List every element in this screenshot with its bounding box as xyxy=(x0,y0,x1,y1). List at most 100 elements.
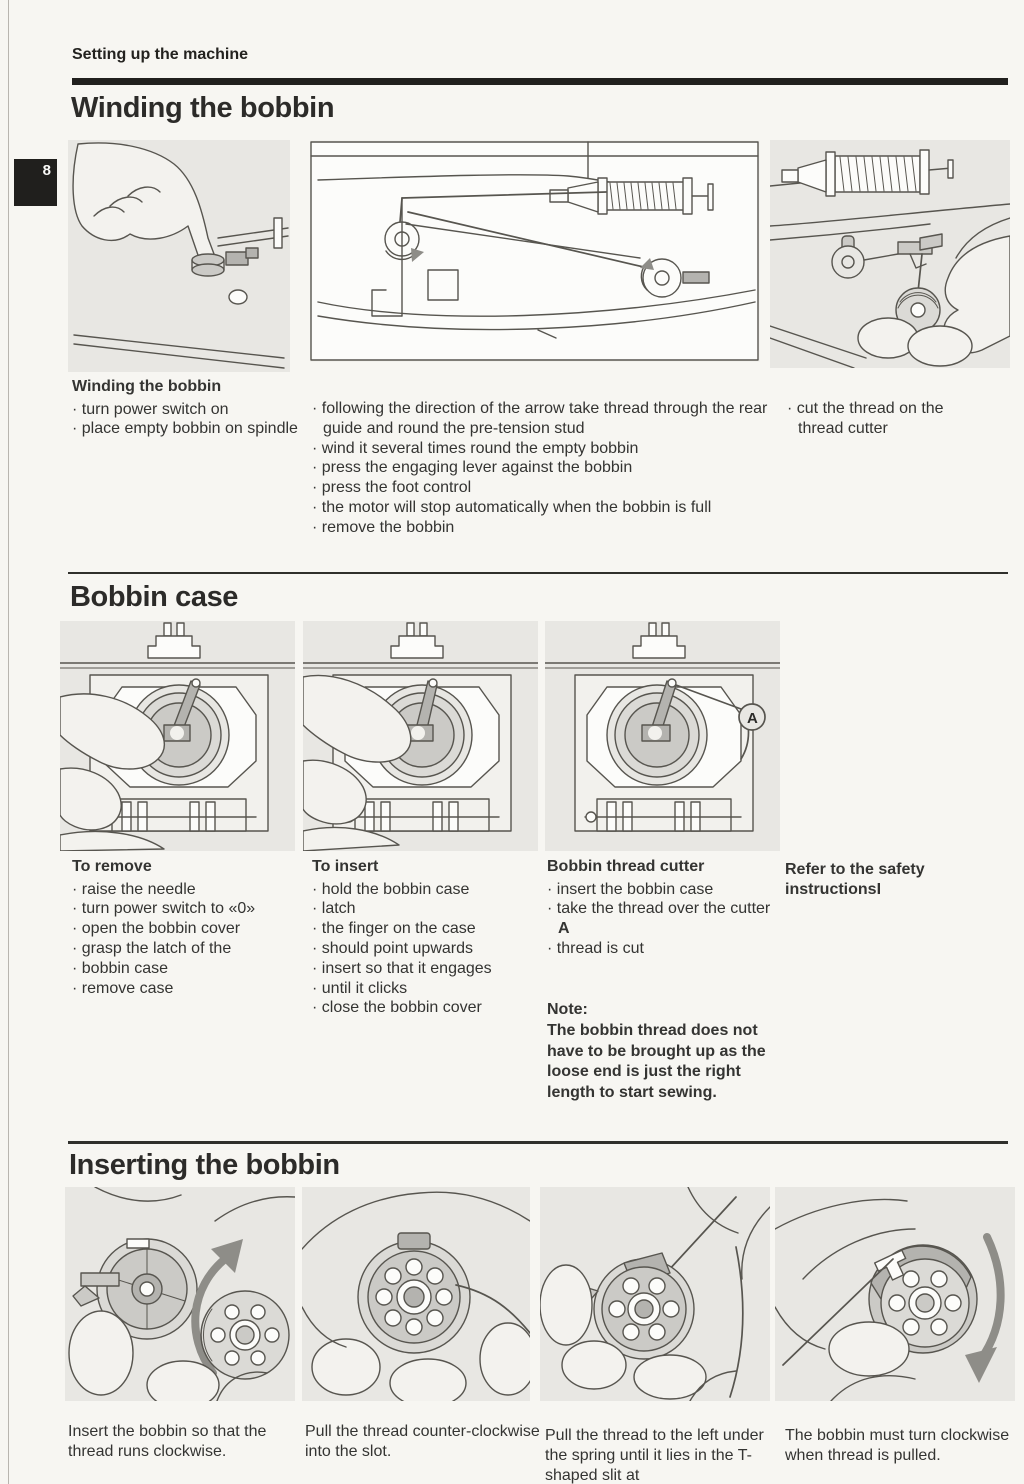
bobbin xyxy=(200,1290,290,1380)
illustration-bobbin-turn-clockwise xyxy=(775,1187,1015,1401)
winding-col-3: cut the thread on the thread cutter xyxy=(787,399,967,439)
thread xyxy=(455,1284,530,1334)
thread xyxy=(667,1196,737,1272)
caption-1: Insert the bobbin so that the thread run… xyxy=(68,1423,267,1461)
winding-col-1: Winding the bobbin turn power switch on … xyxy=(72,377,312,439)
thread-spool xyxy=(781,149,954,197)
list-item: press the foot control xyxy=(312,478,790,498)
illustration-pull-thread-into-slot xyxy=(302,1187,530,1401)
list-item: remove the bobbin xyxy=(312,518,790,538)
illustration-cut-thread-on-cutter xyxy=(770,140,1010,368)
remove-column: To remove raise the needle turn power sw… xyxy=(72,857,297,998)
list-item: cut the thread on the thread cutter xyxy=(787,399,967,439)
list-item: turn power switch on xyxy=(72,400,312,420)
presser-foot-icon xyxy=(390,622,444,659)
illustration-insert-bobbin-direction xyxy=(65,1187,295,1401)
finger xyxy=(540,1264,593,1346)
list-item: open the bobbin cover xyxy=(72,919,297,939)
cutter-label-a: A xyxy=(738,703,766,731)
illustration-bobbin-thread-cutter: A xyxy=(545,621,780,851)
note-body: The bobbin thread does not have to be br… xyxy=(547,1021,766,1102)
cutter-bullet-text: take the thread over the cutter xyxy=(556,900,771,918)
finger xyxy=(389,1358,467,1401)
illustration-place-bobbin-on-spindle xyxy=(68,140,290,372)
winding-col1-heading: Winding the bobbin xyxy=(72,378,222,395)
finger xyxy=(479,1322,530,1396)
section-title-winding: Winding the bobbin xyxy=(71,92,335,124)
presser-foot-icon xyxy=(147,622,201,659)
finger xyxy=(311,1338,381,1396)
list-item: grasp the latch of the xyxy=(72,939,297,959)
remove-list: raise the needle turn power switch to «0… xyxy=(72,880,297,999)
section-rule xyxy=(68,1141,1008,1144)
header-rule xyxy=(72,78,1008,85)
list-item: latch xyxy=(312,899,537,919)
svg-text:A: A xyxy=(747,710,758,727)
list-item: bobbin case xyxy=(72,959,297,979)
illustration-pull-thread-under-spring xyxy=(540,1187,770,1401)
illustration-bobbin-case-insert xyxy=(303,621,538,851)
illustration-winding-thread-path xyxy=(310,140,760,362)
list-item: turn power switch to «0» xyxy=(72,899,297,919)
bobbin-case xyxy=(72,1238,198,1340)
finger xyxy=(146,1360,220,1401)
list-item: take the thread over the cutter A xyxy=(547,899,779,939)
winding-col-2: following the direction of the arrow tak… xyxy=(312,399,790,538)
caption-3: Pull the thread to the left under the sp… xyxy=(545,1427,764,1484)
bobbin-winder xyxy=(640,258,710,298)
caption-2: Pull the thread counter-clockwise into t… xyxy=(305,1423,540,1461)
list-item: hold the bobbin case xyxy=(312,880,537,900)
winding-col2-list: following the direction of the arrow tak… xyxy=(312,399,790,538)
cutter-column: Bobbin thread cutter insert the bobbin c… xyxy=(547,857,779,959)
list-item: until it clicks xyxy=(312,979,537,999)
hand xyxy=(303,674,412,851)
cutter-bullet-label: A xyxy=(558,920,570,938)
thread-cutter xyxy=(897,233,943,269)
winding-col3-list: cut the thread on the thread cutter xyxy=(787,399,967,439)
presser-foot-icon xyxy=(632,622,686,659)
winding-col1-list: turn power switch on place empty bobbin … xyxy=(72,400,312,440)
list-item: place empty bobbin on spindle xyxy=(72,419,312,439)
list-item: the finger on the case xyxy=(312,919,537,939)
finger xyxy=(828,1321,910,1377)
list-item: following the direction of the arrow tak… xyxy=(312,399,790,439)
running-header: Setting up the machine xyxy=(72,46,249,63)
thread xyxy=(675,684,742,710)
section-title-inserting: Inserting the bobbin xyxy=(69,1149,340,1181)
caption-4: The bobbin must turn clockwise when thre… xyxy=(785,1427,1010,1465)
section-rule xyxy=(68,572,1008,574)
finger xyxy=(633,1354,707,1400)
insert-list: hold the bobbin case latch the finger on… xyxy=(312,880,537,1019)
bobbin-in-case xyxy=(357,1232,471,1354)
list-item: should point upwards xyxy=(312,939,537,959)
scan-edge-line xyxy=(8,0,9,1484)
finger xyxy=(68,1310,134,1396)
list-item: close the bobbin cover xyxy=(312,998,537,1018)
bobbin-in-case xyxy=(569,1252,695,1360)
list-item: raise the needle xyxy=(72,880,297,900)
page-number: 8 xyxy=(14,159,57,206)
rotation-arrow xyxy=(191,1255,229,1377)
list-item: press the engaging lever against the bob… xyxy=(312,458,790,478)
bobbin-case-with-t-slit xyxy=(868,1244,978,1354)
note-heading: Note: xyxy=(547,1001,588,1018)
safety-note: Refer to the safety instructionsI xyxy=(785,861,925,899)
list-item: the motor will stop automatically when t… xyxy=(312,498,790,518)
list-item: remove case xyxy=(72,979,297,999)
list-item: insert the bobbin case xyxy=(547,880,779,900)
finger xyxy=(561,1340,627,1390)
list-item: wind it several times round the empty bo… xyxy=(312,439,790,459)
pre-tension-stud xyxy=(831,235,865,279)
cutter-list: insert the bobbin case take the thread o… xyxy=(547,880,779,959)
cutter-heading: Bobbin thread cutter xyxy=(547,858,705,875)
remove-heading: To remove xyxy=(72,858,152,875)
section-title-bobbin-case: Bobbin case xyxy=(70,581,239,613)
list-item: insert so that it engages xyxy=(312,959,537,979)
rotation-arrow xyxy=(977,1233,1005,1363)
thread xyxy=(782,1258,894,1366)
insert-heading: To insert xyxy=(312,858,379,875)
illustration-bobbin-case-remove xyxy=(60,621,295,851)
hand xyxy=(60,693,166,851)
insert-column: To insert hold the bobbin case latch the… xyxy=(312,857,537,1018)
